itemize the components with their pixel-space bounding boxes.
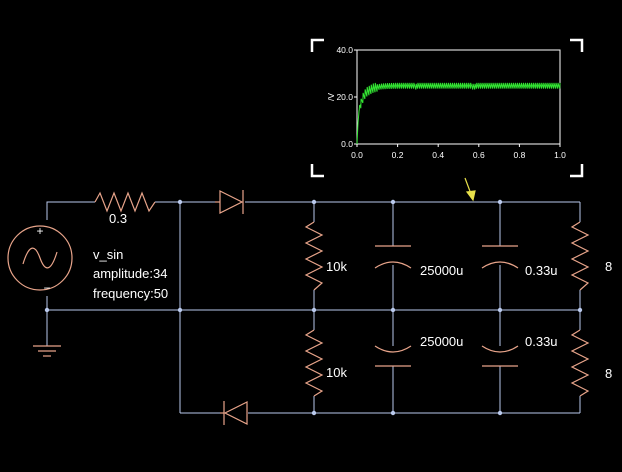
capacitor-25000u-bottom[interactable] xyxy=(374,345,412,367)
x-tick-label: 1.0 xyxy=(554,150,566,160)
capacitor-curved-plate-icon xyxy=(374,261,412,269)
y-tick-label: 20.0 xyxy=(336,92,353,102)
ground-icon xyxy=(33,345,61,357)
scope-corner-br xyxy=(570,164,584,178)
wire-source-top xyxy=(46,201,95,220)
resistor-zigzag-icon xyxy=(304,221,324,291)
capacitor-curved-plate-icon xyxy=(374,345,412,353)
resistor-zigzag-icon xyxy=(94,191,156,213)
junction-nodes xyxy=(44,199,583,416)
node-top-2 xyxy=(390,199,396,205)
x-axis-ticks: 0.0 0.2 0.4 0.6 0.8 1.0 xyxy=(351,144,566,160)
scope-panel[interactable]: /V 0.0 20.0 40.0 0.0 0.2 0.4 0.6 0.8 1.0 xyxy=(310,38,584,178)
node-src-mid xyxy=(44,307,50,313)
x-tick-label: 0.6 xyxy=(473,150,485,160)
resistor-zigzag-icon xyxy=(304,329,324,397)
probe-arrowhead-icon xyxy=(465,190,476,202)
scope-frame-corners[interactable] xyxy=(310,38,584,178)
resistor-load-bottom-label: 8 xyxy=(605,366,612,381)
y-tick-label: 40.0 xyxy=(336,45,353,55)
ac-source-body xyxy=(7,225,73,291)
ac-source[interactable]: + − xyxy=(7,224,73,295)
node-bot-1 xyxy=(311,410,317,416)
diode-bottom-triangle-icon xyxy=(223,401,248,425)
plot-area xyxy=(356,49,561,145)
node-top-3 xyxy=(497,199,503,205)
node-mid-1 xyxy=(311,307,317,313)
resistor-10k-bottom-label: 10k xyxy=(326,365,347,380)
capacitor-25000u-top[interactable] xyxy=(374,245,412,269)
resistor-load-bottom[interactable] xyxy=(570,329,590,397)
x-tick-label: 0.2 xyxy=(392,150,404,160)
capacitor-033u-top[interactable] xyxy=(481,245,519,269)
capacitor-25000u-bottom-label: 25000u xyxy=(420,334,463,349)
capacitor-033u-bottom-label: 0.33u xyxy=(525,334,558,349)
capacitor-033u-bottom[interactable] xyxy=(481,345,519,367)
x-tick-label: 0.8 xyxy=(513,150,525,160)
source-name-label: v_sin xyxy=(93,247,123,262)
resistor-series[interactable] xyxy=(94,191,156,213)
y-axis-ticks: 0.0 20.0 40.0 xyxy=(336,45,357,149)
source-amplitude-label: amplitude:34 xyxy=(93,266,167,281)
probe-arrow xyxy=(464,177,476,202)
capacitor-25000u-top-label: 25000u xyxy=(420,263,463,278)
scope-corner-bl xyxy=(310,164,324,178)
node-mid-left xyxy=(177,307,183,313)
x-tick-label: 0.4 xyxy=(432,150,444,160)
scope-corner-tr xyxy=(570,38,584,52)
resistor-zigzag-icon xyxy=(570,329,590,397)
source-plus-sign: + xyxy=(36,224,43,238)
x-tick-label: 0.0 xyxy=(351,150,363,160)
resistor-10k-top[interactable] xyxy=(304,221,324,291)
diode-top[interactable] xyxy=(215,190,244,214)
node-bot-3 xyxy=(497,410,503,416)
diode-bottom[interactable] xyxy=(220,401,248,425)
source-frequency-label: frequency:50 xyxy=(93,286,168,301)
sine-wave-icon xyxy=(22,247,58,269)
capacitor-curved-plate-icon xyxy=(481,261,519,269)
resistor-load-top[interactable] xyxy=(570,221,590,291)
capacitor-curved-plate-icon xyxy=(481,345,519,353)
node-top-left xyxy=(177,199,183,205)
resistor-load-top-label: 8 xyxy=(605,259,612,274)
diode-top-triangle-icon xyxy=(219,190,244,214)
resistor-10k-top-label: 10k xyxy=(326,259,347,274)
series-resistor-label: 0.3 xyxy=(109,211,127,226)
resistor-zigzag-icon xyxy=(570,221,590,291)
node-mid-3 xyxy=(497,307,503,313)
resistor-10k-bottom[interactable] xyxy=(304,329,324,397)
node-top-1 xyxy=(311,199,317,205)
source-minus-sign: − xyxy=(43,281,50,295)
node-bot-2 xyxy=(390,410,396,416)
chart-series-line xyxy=(356,82,561,145)
y-tick-label: 0.0 xyxy=(341,139,353,149)
capacitor-033u-top-label: 0.33u xyxy=(525,263,558,278)
node-mid-4 xyxy=(577,307,583,313)
wiring xyxy=(46,201,581,414)
y-axis-label: /V xyxy=(326,93,336,101)
node-mid-2 xyxy=(390,307,396,313)
scope-corner-tl xyxy=(310,38,324,52)
